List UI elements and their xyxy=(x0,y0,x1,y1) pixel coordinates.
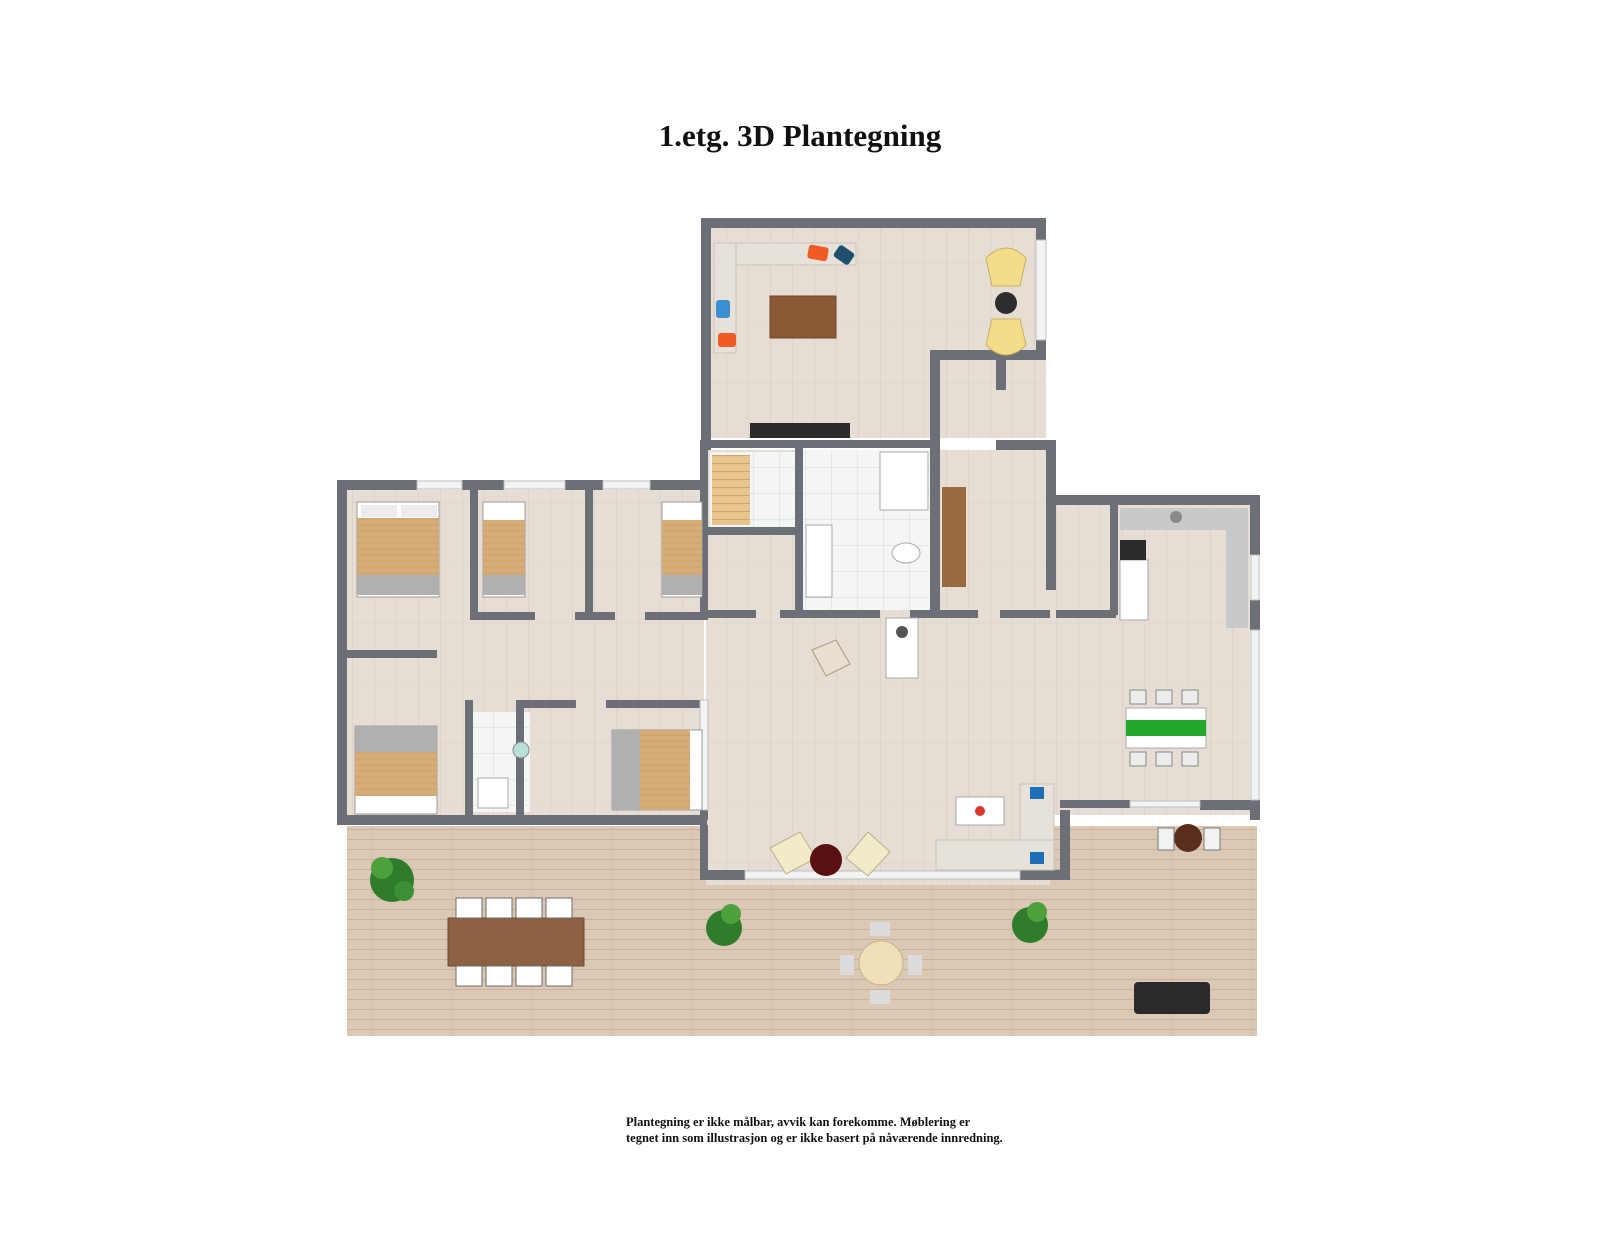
coffee-table xyxy=(769,295,837,339)
armchairs-pair xyxy=(769,831,891,877)
small-bathroom-sink xyxy=(477,777,509,809)
kitchen-counter-side xyxy=(1226,508,1248,628)
bed-single-2 xyxy=(661,501,703,598)
lounge-sofa xyxy=(935,783,1055,871)
dining-table xyxy=(1125,689,1207,767)
plant-icon xyxy=(706,904,742,946)
bed-master-top xyxy=(356,501,440,598)
stove xyxy=(1120,540,1146,560)
living-room-sofa xyxy=(713,242,857,354)
walls xyxy=(337,218,1260,880)
armchairs-corner xyxy=(985,247,1027,356)
toilet xyxy=(891,542,921,564)
tv-console xyxy=(750,423,850,438)
terrace-dining-table xyxy=(447,897,585,987)
bed-bottom-left xyxy=(354,725,438,815)
grill xyxy=(1134,982,1210,1014)
side-table xyxy=(995,292,1017,314)
shower-cabin xyxy=(879,451,929,511)
disclaimer: Plantegning er ikke målbar, avvik kan fo… xyxy=(626,1114,1003,1146)
fridge xyxy=(1119,559,1149,621)
windows xyxy=(416,239,1260,880)
bed-single-1 xyxy=(482,501,526,598)
kitchen-sink xyxy=(1170,511,1182,523)
disclaimer-line-1: Plantegning er ikke målbar, avvik kan fo… xyxy=(626,1115,971,1129)
armchair-hall xyxy=(811,639,851,677)
page-title: 1.etg. 3D Plantegning xyxy=(658,118,942,153)
terrace-bistro-table xyxy=(1157,824,1221,852)
sauna-bench xyxy=(712,455,750,525)
bed-bottom-middle xyxy=(611,729,703,811)
plant-icon xyxy=(1012,902,1048,943)
hallway-bench xyxy=(942,487,966,587)
kitchen-counter-top xyxy=(1120,508,1248,530)
terrace-round-table xyxy=(840,922,922,1004)
disclaimer-line-2: tegnet inn som illustrasjon og er ikke b… xyxy=(626,1131,1003,1145)
plant-icon xyxy=(370,857,414,902)
bathroom-vanity xyxy=(805,524,833,598)
